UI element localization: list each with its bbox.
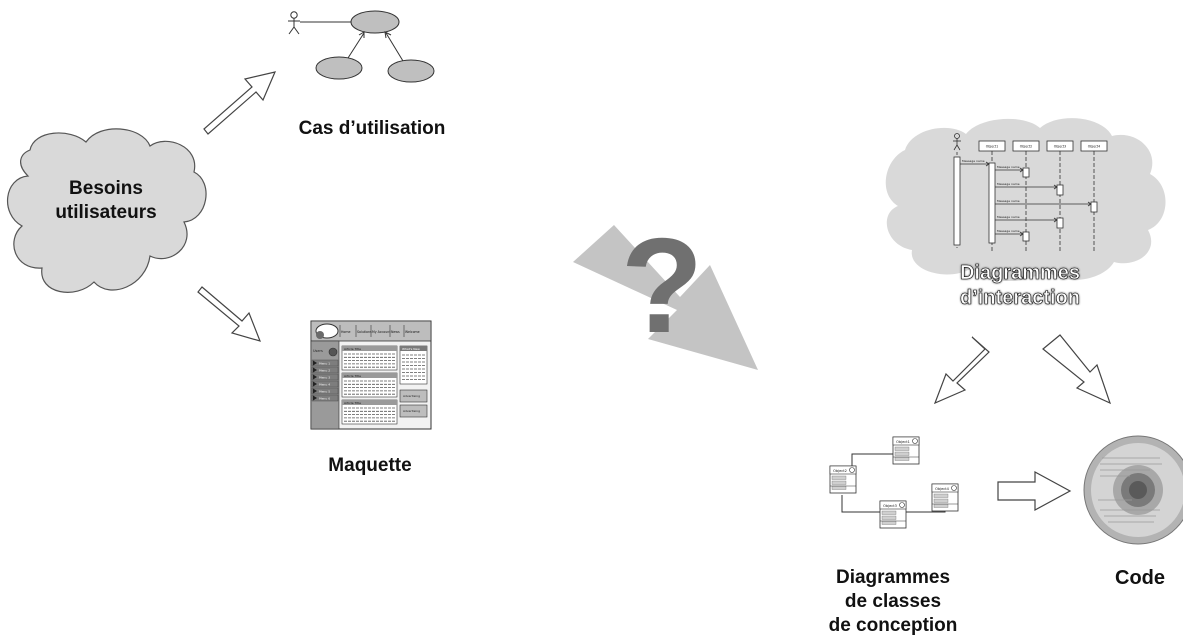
interaction-label-line-2: d’interaction bbox=[959, 287, 1081, 310]
mockup-nav-item: My Account bbox=[372, 330, 391, 334]
mockup-nav-item: Welcome bbox=[405, 330, 420, 334]
sequence-message-label: Message name bbox=[997, 199, 1020, 203]
use-case-ellipse-top bbox=[350, 10, 400, 34]
use-case-ellipse-left bbox=[315, 56, 363, 80]
sequence-object-label: Object3 bbox=[1054, 145, 1066, 149]
sequence-message-label: Message name bbox=[997, 182, 1020, 186]
code-disc-icon bbox=[1083, 435, 1183, 545]
mockup-side-menu-label: Menu 3 bbox=[319, 375, 330, 379]
besoins-label-line-2: utilisateurs bbox=[55, 201, 157, 223]
mockup-article-title: Article Title bbox=[344, 374, 361, 378]
arrow-to-use-case bbox=[203, 71, 277, 135]
mockup-button-2: Advertising bbox=[403, 409, 420, 413]
arrow-to-class-diagram bbox=[933, 336, 990, 405]
class-box-title: Object2 bbox=[833, 469, 847, 473]
arrow-class-to-code bbox=[997, 470, 1072, 512]
cas-utilisation-label: Cas d’utilisation bbox=[272, 117, 472, 141]
besoins-label-line-1: Besoins bbox=[69, 178, 143, 199]
mockup-nav-item: Solutions bbox=[357, 330, 372, 334]
mockup-side-menu-item bbox=[311, 359, 339, 367]
mockup-right-title: What's New bbox=[402, 347, 420, 351]
mockup-side-menu-item bbox=[311, 387, 339, 395]
sequence-message-label: Message name bbox=[997, 229, 1020, 233]
big-arrow bbox=[573, 225, 758, 370]
question-mark: ? bbox=[621, 210, 703, 361]
sequence-object-label: Object4 bbox=[1088, 145, 1100, 149]
sequence-message-label: Message name bbox=[962, 159, 985, 163]
mockup-side-menu-label: Menu 1 bbox=[319, 361, 330, 365]
mockup-article-title: Article Title bbox=[344, 347, 361, 351]
mockup-side-menu-label: Menu 5 bbox=[319, 389, 330, 393]
diagrammes-classes-label: Diagrammes de classes de conception bbox=[808, 566, 978, 637]
class-box-title: Object3 bbox=[883, 504, 897, 508]
use-case-ellipse-right bbox=[387, 59, 435, 83]
mockup-button-1: Advertising bbox=[403, 394, 420, 398]
mockup-side-menu-label: Menu 2 bbox=[319, 368, 330, 372]
class-box-title: Object1 bbox=[896, 440, 910, 444]
mockup-user-label: Users bbox=[313, 349, 323, 353]
mockup-nav-item: News bbox=[391, 330, 400, 334]
classes-label-line-2: de classes bbox=[844, 590, 942, 612]
use-case-diagram bbox=[288, 10, 435, 83]
sequence-object-label: Object2 bbox=[1020, 145, 1032, 149]
maquette-label: Maquette bbox=[300, 454, 440, 478]
mockup-nav-item: Home bbox=[341, 330, 350, 334]
mockup-side-menu-item bbox=[311, 373, 339, 381]
classes-label-line-3: de conception bbox=[828, 614, 958, 636]
interaction-label-line-1: Diagrammes bbox=[959, 262, 1081, 285]
mockup-side-menu-item bbox=[311, 380, 339, 388]
classes-label-line-1: Diagrammes bbox=[835, 567, 951, 588]
code-label: Code bbox=[1100, 566, 1180, 591]
mockup-side-menu-item bbox=[311, 366, 339, 374]
maquette-text: Maquette bbox=[328, 455, 412, 476]
besoins-cloud bbox=[7, 128, 207, 293]
mockup-side-menu-label: Menu 4 bbox=[319, 382, 330, 386]
mockup-article-title: Article Title bbox=[344, 401, 361, 405]
sequence-message-label: Message name bbox=[997, 215, 1020, 219]
sequence-object-label: Object1 bbox=[986, 145, 998, 149]
arrow-to-mockup bbox=[197, 286, 262, 342]
mockup-side-menu-label: Menu 6 bbox=[319, 396, 330, 400]
sequence-actor-icon bbox=[953, 133, 961, 151]
diagrammes-interaction-label: Diagrammes d’interaction bbox=[940, 261, 1100, 311]
mockup-side-menu-item bbox=[311, 394, 339, 402]
actor-icon bbox=[288, 11, 300, 35]
besoins-label: Besoins utilisateurs bbox=[46, 177, 166, 225]
sequence-message-label: Message name bbox=[997, 165, 1020, 169]
code-text: Code bbox=[1115, 567, 1165, 589]
arrow-to-code bbox=[1042, 334, 1112, 405]
cas-utilisation-text: Cas d’utilisation bbox=[298, 118, 446, 139]
sequence-diagram: Object1 Object2 Object3 Object4 Message nam… bbox=[953, 133, 1108, 252]
class-box-title: Object4 bbox=[935, 487, 949, 491]
